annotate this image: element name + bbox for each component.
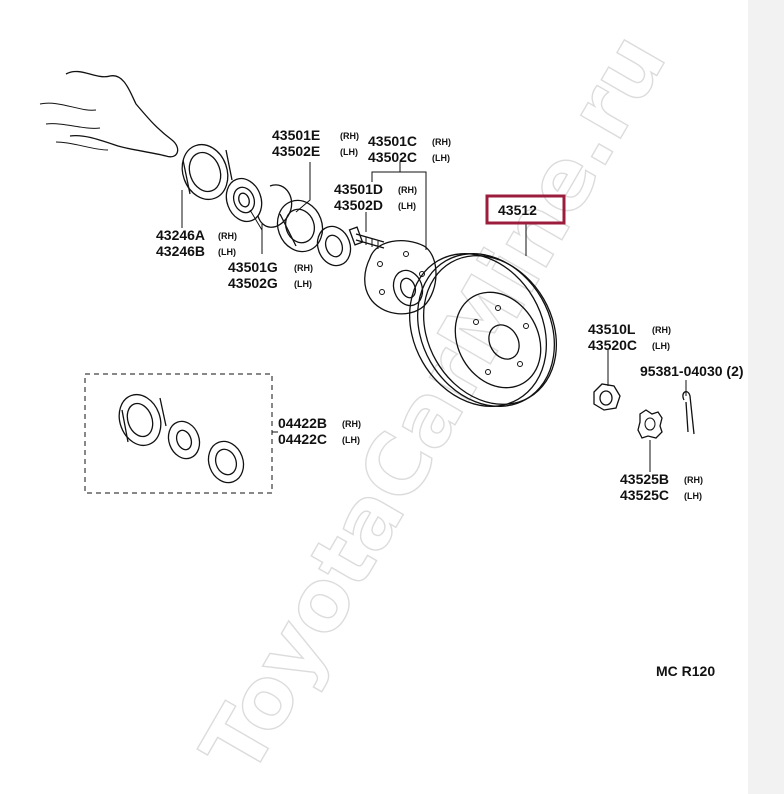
cotter-pin-95381 — [682, 391, 695, 435]
inner-bearing-43501G — [225, 177, 263, 223]
diagram-code: MC R120 — [656, 663, 715, 679]
disc-rotor-43512 — [408, 253, 558, 407]
label-43502C[interactable]: 43502C — [368, 149, 417, 165]
label-43246B-side: (LH) — [218, 247, 236, 257]
label-43520C[interactable]: 43520C — [588, 337, 637, 353]
hub-bolt-43501D — [348, 226, 385, 249]
nut-lock-cap-43525B — [637, 409, 663, 439]
label-04422C-side: (LH) — [342, 435, 360, 445]
label-43501C[interactable]: 43501C — [368, 133, 417, 149]
outer-bearing-43501G — [316, 225, 352, 267]
label-43502G[interactable]: 43502G — [228, 275, 278, 291]
highlight-box-43512 — [485, 194, 566, 225]
label-43502G-side: (LH) — [294, 279, 312, 289]
label-43501G[interactable]: 43501G — [228, 259, 278, 275]
oil-seal-43246 — [181, 143, 233, 201]
label-43502C-side: (LH) — [432, 153, 450, 163]
label-43502E-side: (LH) — [340, 147, 358, 157]
label-43502E[interactable]: 43502E — [272, 143, 320, 159]
label-43502D-side: (LH) — [398, 201, 416, 211]
label-43501D-side: (RH) — [398, 185, 417, 195]
leader-lines — [181, 162, 687, 472]
label-04422B-side: (RH) — [342, 419, 361, 429]
label-43501D[interactable]: 43501D — [334, 181, 383, 197]
label-43502D[interactable]: 43502D — [334, 197, 383, 213]
label-43525C-side: (LH) — [684, 491, 702, 501]
label-04422C[interactable]: 04422C — [278, 431, 327, 447]
label-04422B[interactable]: 04422B — [278, 415, 327, 431]
hand-pointer-icon — [39, 70, 179, 158]
label-43510L[interactable]: 43510L — [588, 321, 636, 337]
bearing-kit-box-04422B — [84, 373, 273, 494]
label-43246A[interactable]: 43246A — [156, 227, 205, 243]
label-43501G-side: (RH) — [294, 263, 313, 273]
label-43525C[interactable]: 43525C — [620, 487, 669, 503]
bearing-cup-43501E — [276, 199, 324, 253]
label-43510L-side: (RH) — [652, 325, 671, 335]
label-43512[interactable]: 43512 — [498, 202, 537, 218]
label-43525B[interactable]: 43525B — [620, 471, 669, 487]
label-43525B-side: (RH) — [684, 475, 703, 485]
label-43501E[interactable]: 43501E — [272, 127, 320, 143]
label-43501C-side: (RH) — [432, 137, 451, 147]
lock-nut-43510L — [593, 383, 621, 411]
label-43246B[interactable]: 43246B — [156, 243, 205, 259]
right-margin-strip — [748, 0, 784, 794]
snap-ring — [257, 184, 293, 228]
label-43501E-side: (RH) — [340, 131, 359, 141]
label-95381-04030[interactable]: 95381-04030 (2) — [640, 363, 744, 379]
label-43246A-side: (RH) — [218, 231, 237, 241]
label-43520C-side: (LH) — [652, 341, 670, 351]
